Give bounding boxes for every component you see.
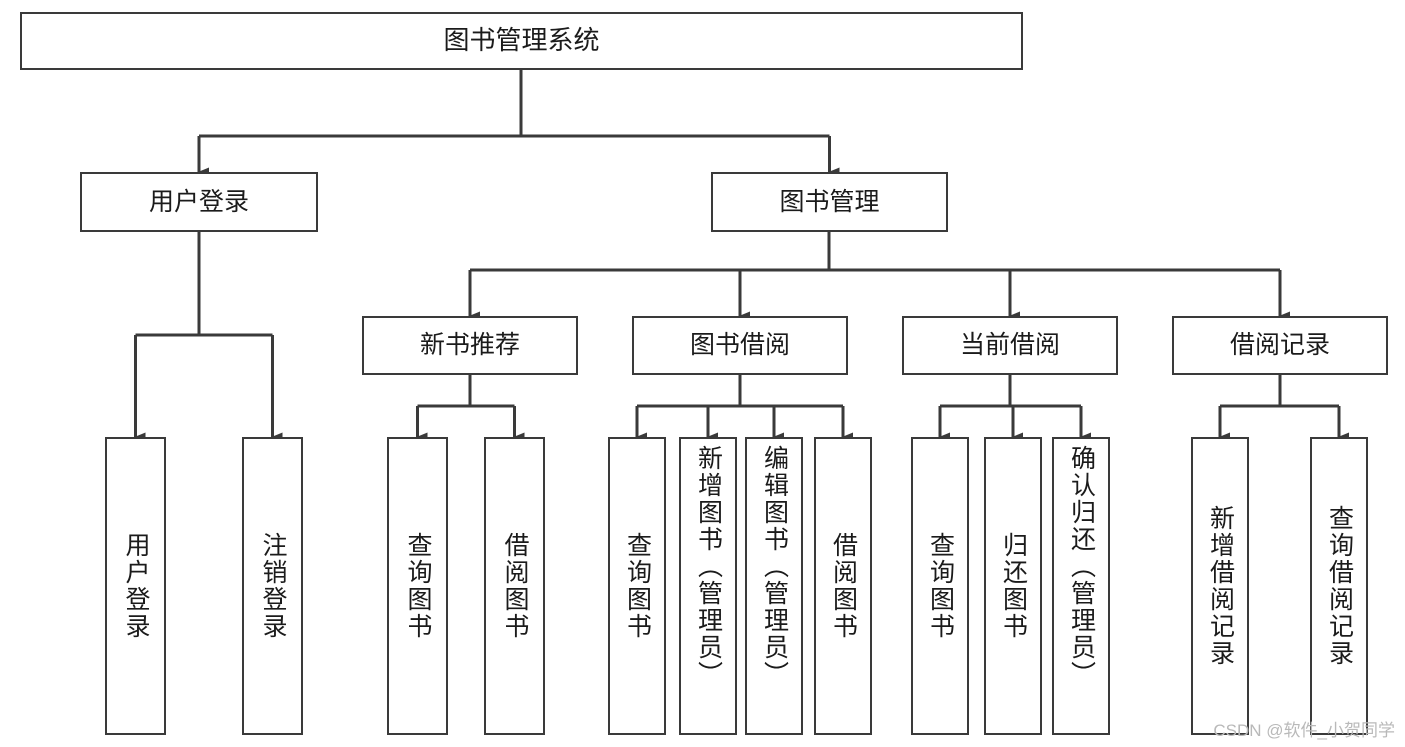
node-leaf-rec-query-book[interactable]: 查询图书 bbox=[387, 437, 448, 735]
node-current-borrow[interactable]: 当前借阅 bbox=[902, 316, 1118, 375]
node-leaf-borrow-lend-book[interactable]: 借阅图书 bbox=[814, 437, 872, 735]
node-label-leaf-cur-confirm-return: 确认归还（管理员） bbox=[1067, 445, 1096, 688]
node-leaf-cur-return-book[interactable]: 归还图书 bbox=[984, 437, 1042, 735]
node-leaf-rec-add-record[interactable]: 新增借阅记录 bbox=[1191, 437, 1249, 735]
node-label-leaf-cur-return-book: 归还图书 bbox=[999, 532, 1028, 640]
node-leaf-user-logout[interactable]: 注销登录 bbox=[242, 437, 303, 735]
node-label-leaf-borrow-query-book: 查询图书 bbox=[623, 532, 652, 640]
node-leaf-cur-query-book[interactable]: 查询图书 bbox=[911, 437, 969, 735]
node-label-borrow-record: 借阅记录 bbox=[1229, 331, 1330, 360]
node-leaf-borrow-query-book[interactable]: 查询图书 bbox=[608, 437, 666, 735]
node-label-leaf-cur-query-book: 查询图书 bbox=[926, 532, 955, 640]
node-leaf-cur-confirm-return[interactable]: 确认归还（管理员） bbox=[1052, 437, 1110, 735]
node-label-leaf-borrow-edit-book: 编辑图书（管理员） bbox=[760, 445, 789, 688]
node-leaf-borrow-edit-book[interactable]: 编辑图书（管理员） bbox=[745, 437, 803, 735]
node-label-book-manage: 图书管理 bbox=[779, 187, 880, 216]
node-leaf-borrow-add-book[interactable]: 新增图书（管理员） bbox=[679, 437, 737, 735]
node-label-user-login: 用户登录 bbox=[148, 187, 249, 216]
node-label-leaf-borrow-lend-book: 借阅图书 bbox=[829, 532, 858, 640]
node-leaf-rec-borrow-book[interactable]: 借阅图书 bbox=[484, 437, 545, 735]
connector-lines bbox=[134, 70, 1349, 442]
node-leaf-rec-query-record[interactable]: 查询借阅记录 bbox=[1310, 437, 1368, 735]
node-borrow-record[interactable]: 借阅记录 bbox=[1172, 316, 1388, 375]
node-label-leaf-user-login: 用户登录 bbox=[122, 532, 150, 640]
node-label-book-borrow: 图书借阅 bbox=[689, 331, 790, 360]
node-label-leaf-user-logout: 注销登录 bbox=[259, 532, 287, 640]
node-label-leaf-rec-query-record: 查询借阅记录 bbox=[1325, 505, 1354, 667]
node-new-book-rec[interactable]: 新书推荐 bbox=[362, 316, 578, 375]
node-book-manage[interactable]: 图书管理 bbox=[711, 172, 948, 232]
node-user-login[interactable]: 用户登录 bbox=[80, 172, 318, 232]
node-label-leaf-borrow-add-book: 新增图书（管理员） bbox=[694, 445, 723, 688]
node-label-leaf-rec-query-book: 查询图书 bbox=[404, 532, 432, 640]
watermark-text: CSDN @软件_小贺同学 bbox=[1213, 721, 1395, 740]
node-label-current-borrow: 当前借阅 bbox=[959, 331, 1060, 360]
node-root[interactable]: 图书管理系统 bbox=[20, 12, 1023, 70]
node-book-borrow[interactable]: 图书借阅 bbox=[632, 316, 848, 375]
node-label-root: 图书管理系统 bbox=[443, 25, 600, 56]
node-label-new-book-rec: 新书推荐 bbox=[419, 331, 520, 360]
node-leaf-user-login[interactable]: 用户登录 bbox=[105, 437, 166, 735]
node-label-leaf-rec-add-record: 新增借阅记录 bbox=[1206, 505, 1235, 667]
node-label-leaf-rec-borrow-book: 借阅图书 bbox=[501, 532, 529, 640]
